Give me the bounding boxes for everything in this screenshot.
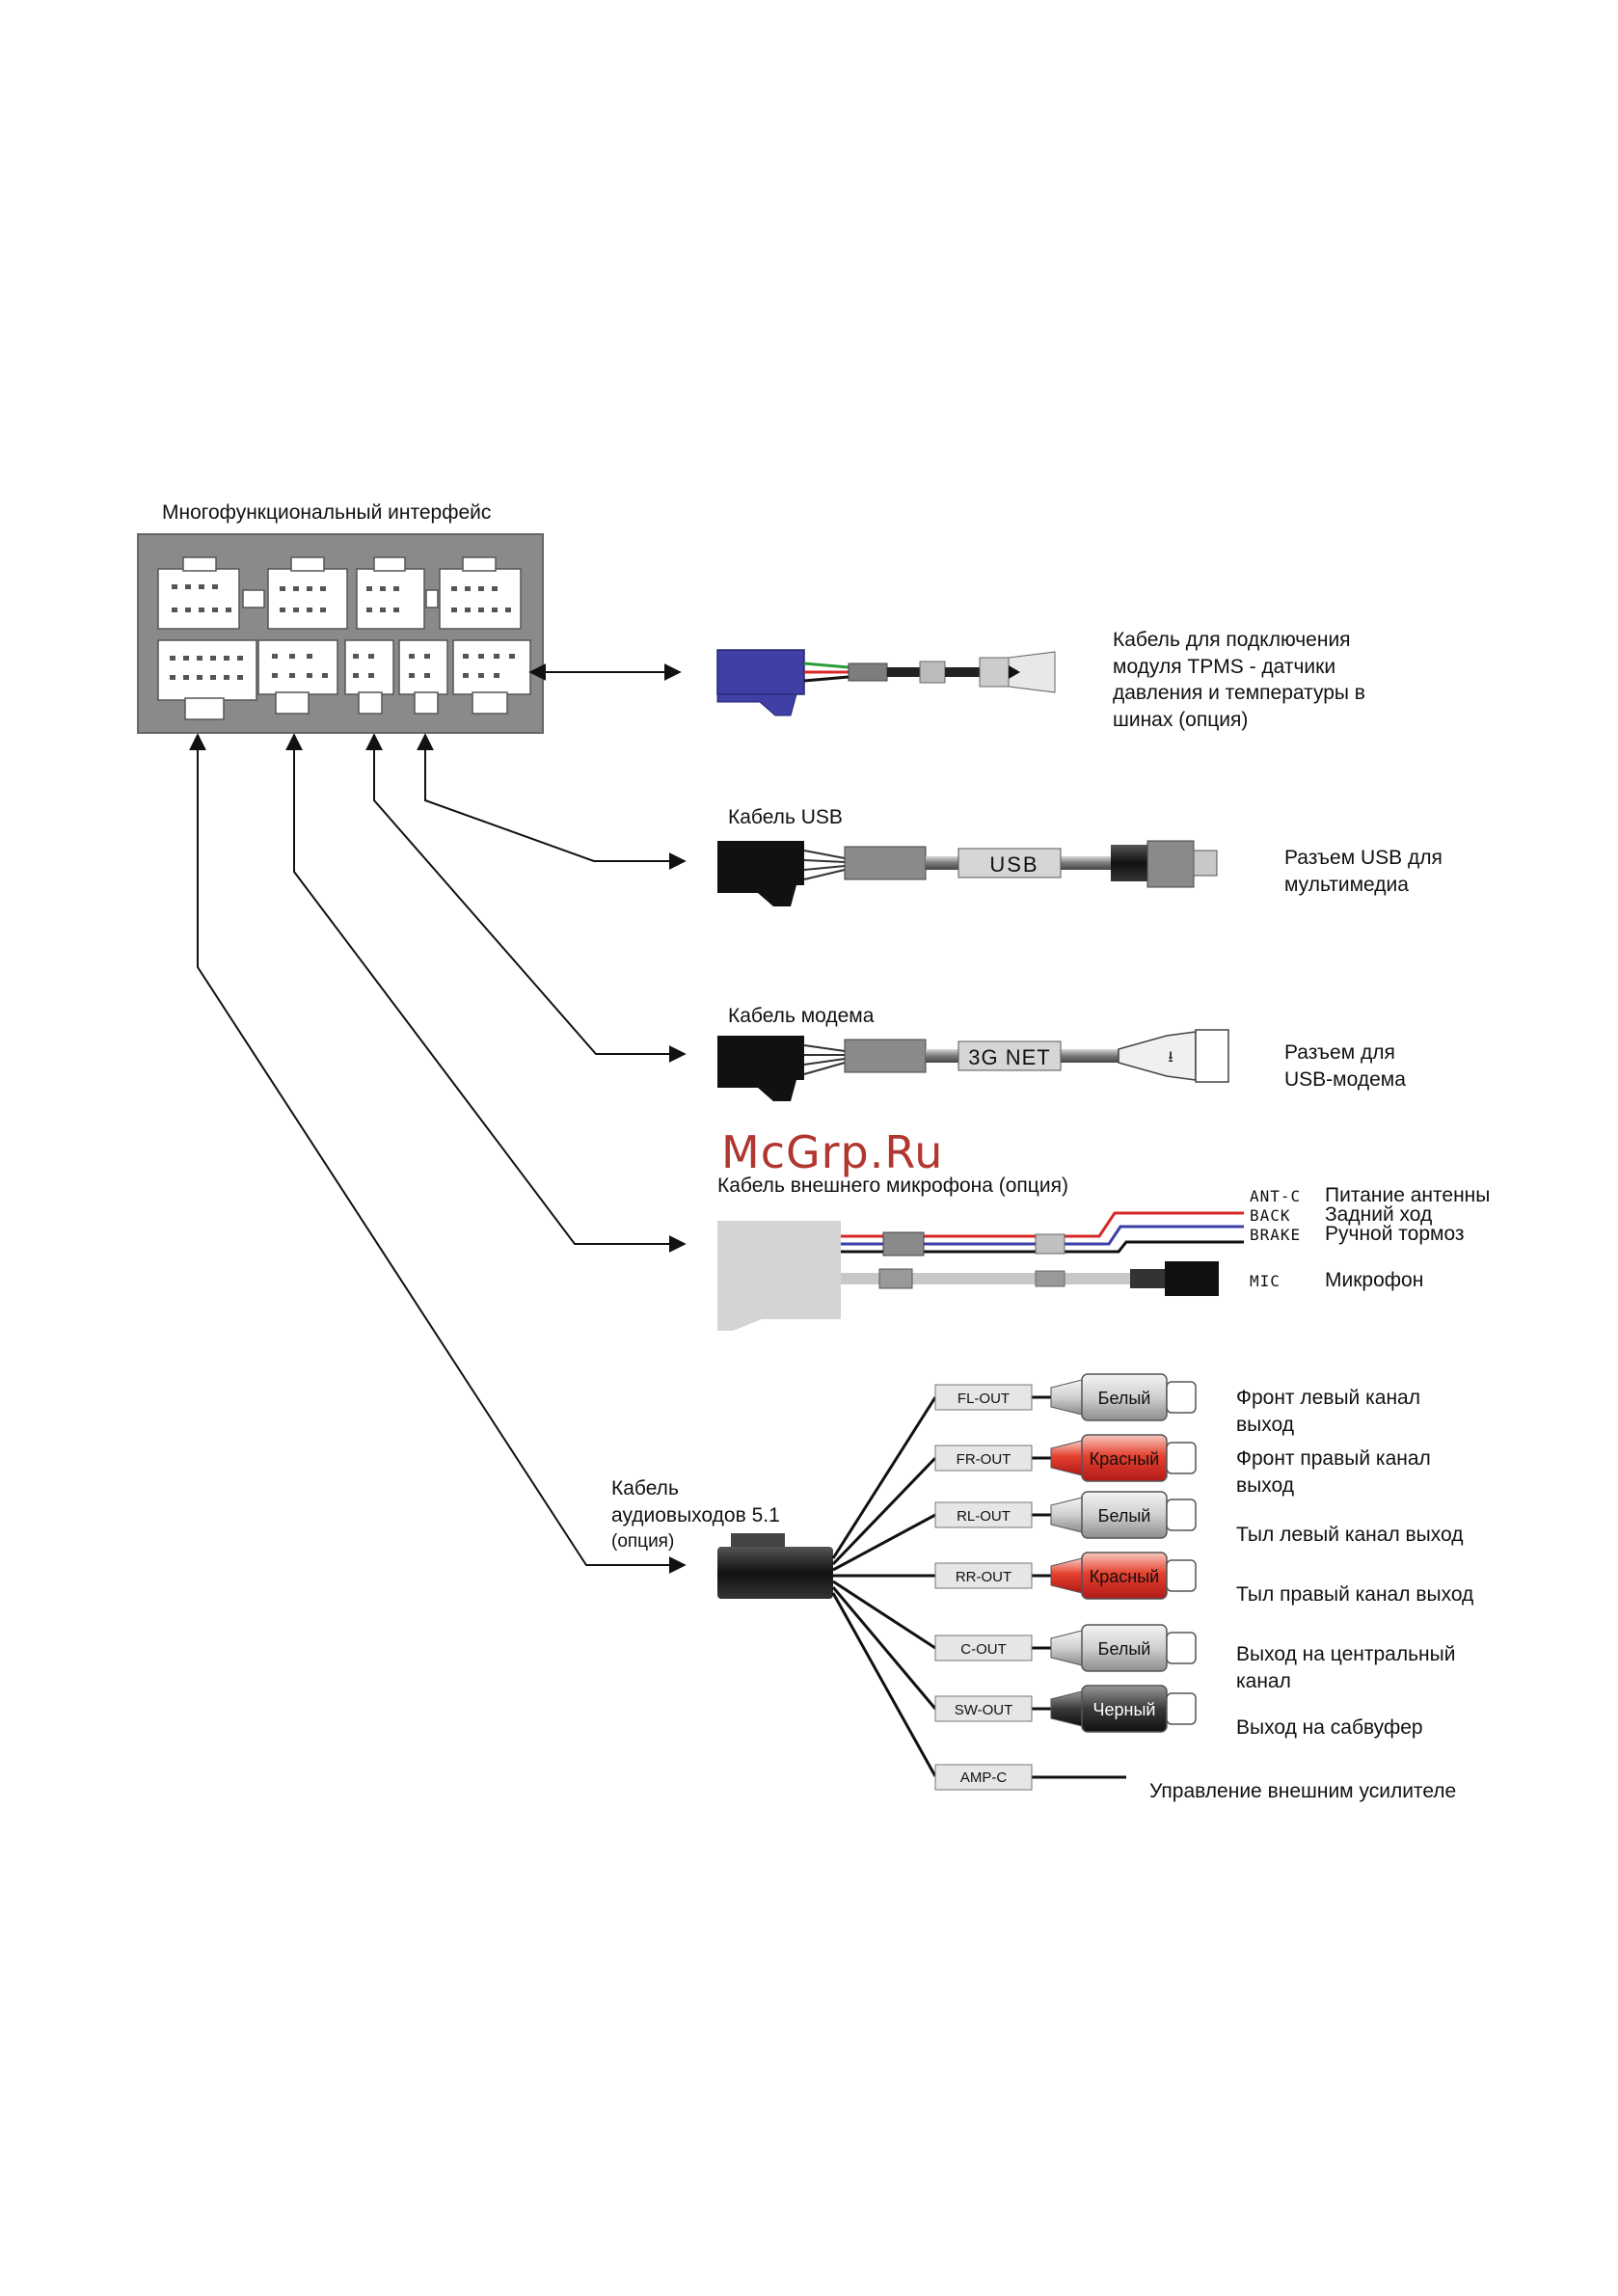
mic-wire-code: BACK	[1250, 1206, 1291, 1225]
mic-wire-code: MIC	[1250, 1272, 1281, 1290]
audio-output-desc: Тыл правый канал выход	[1236, 1583, 1474, 1606]
audio-output-desc: Выход на центральный канал	[1236, 1643, 1456, 1692]
usb-title: Кабель USB	[728, 806, 843, 828]
usb-cable-text: USB	[989, 852, 1039, 877]
rca-plug-tip	[1166, 1692, 1197, 1725]
output-code: RL-OUT	[957, 1508, 1011, 1525]
output-code-tag	[934, 1445, 1033, 1472]
audio-title: Кабель аудиовыходов 5.1	[611, 1477, 780, 1526]
rca-plug-tip	[1166, 1499, 1197, 1531]
mic-wire-desc: Питание антенны	[1325, 1184, 1491, 1206]
plug-color-label: Черный	[1093, 1700, 1156, 1719]
output-code: RR-OUT	[956, 1569, 1011, 1585]
usb-label: Разъем USB для мультимедиа	[1284, 847, 1443, 896]
rca-plug-grip	[1050, 1630, 1083, 1666]
audio-output-desc: Выход на сабвуфер	[1236, 1716, 1423, 1739]
rca-plug-grip	[1050, 1379, 1083, 1416]
amp-desc: Управление внешним усилителе	[1149, 1780, 1457, 1802]
watermark: McGrp.Ru	[721, 1126, 944, 1178]
plug-color-label: Белый	[1098, 1639, 1151, 1659]
audio-option: (опция)	[611, 1531, 675, 1552]
interface-title: Многофункциональный интерфейс	[162, 501, 492, 524]
audio-output-desc: Фронт правый канал выход	[1236, 1447, 1431, 1497]
interface-block	[137, 533, 544, 734]
plug-color-label: Белый	[1098, 1389, 1151, 1408]
modem-cable-text: 3G NET	[968, 1045, 1051, 1069]
modem-label: Разъем для USB-модема	[1284, 1041, 1406, 1091]
plug-color-label: Красный	[1090, 1567, 1159, 1586]
mic-wire-desc: Задний ход	[1325, 1203, 1433, 1226]
output-code-tag	[934, 1695, 1033, 1722]
mic-wire-code: ANT-C	[1250, 1187, 1302, 1205]
mic-cable	[717, 1211, 1244, 1331]
rca-plug-tip	[1166, 1442, 1197, 1474]
mic-wire-desc: Ручной тормоз	[1325, 1223, 1465, 1245]
output-code: FR-OUT	[957, 1451, 1011, 1468]
amp-code: AMP-C	[960, 1769, 1008, 1786]
output-code: SW-OUT	[955, 1702, 1013, 1718]
rca-plug-tip	[1166, 1559, 1197, 1592]
rca-plug-tip	[1166, 1632, 1197, 1664]
tpms-label: Кабель для подключения модуля TPMS - дат…	[1113, 629, 1365, 732]
rca-plug-grip	[1050, 1440, 1083, 1476]
audio-output-desc: Фронт левый канал выход	[1236, 1387, 1420, 1436]
output-code-tag	[934, 1634, 1033, 1661]
output-code-tag	[934, 1562, 1033, 1589]
mic-wire-desc: Микрофон	[1325, 1269, 1424, 1291]
rca-plug-grip	[1050, 1690, 1083, 1727]
audio-output-desc: Тыл левый канал выход	[1236, 1524, 1464, 1546]
modem-title: Кабель модема	[728, 1005, 875, 1027]
usb-cable	[717, 840, 1218, 906]
output-code-tag	[934, 1384, 1033, 1411]
mic-wire-code: BRAKE	[1250, 1226, 1302, 1244]
rca-plug-grip	[1050, 1497, 1083, 1533]
output-code-tag	[934, 1501, 1033, 1528]
tpms-cable	[716, 649, 1056, 716]
rca-plug-grip	[1050, 1557, 1083, 1594]
modem-cable: ⭳	[717, 1029, 1229, 1101]
plug-color-label: Красный	[1090, 1449, 1159, 1469]
output-code: FL-OUT	[957, 1391, 1010, 1407]
mic-title: Кабель внешнего микрофона (опция)	[717, 1175, 1068, 1197]
svg-text:⭳: ⭳	[1168, 1049, 1173, 1066]
rca-plug-tip	[1166, 1381, 1197, 1414]
connection-arrows	[189, 663, 687, 1574]
output-code: C-OUT	[960, 1641, 1007, 1658]
plug-color-label: Белый	[1098, 1506, 1151, 1526]
